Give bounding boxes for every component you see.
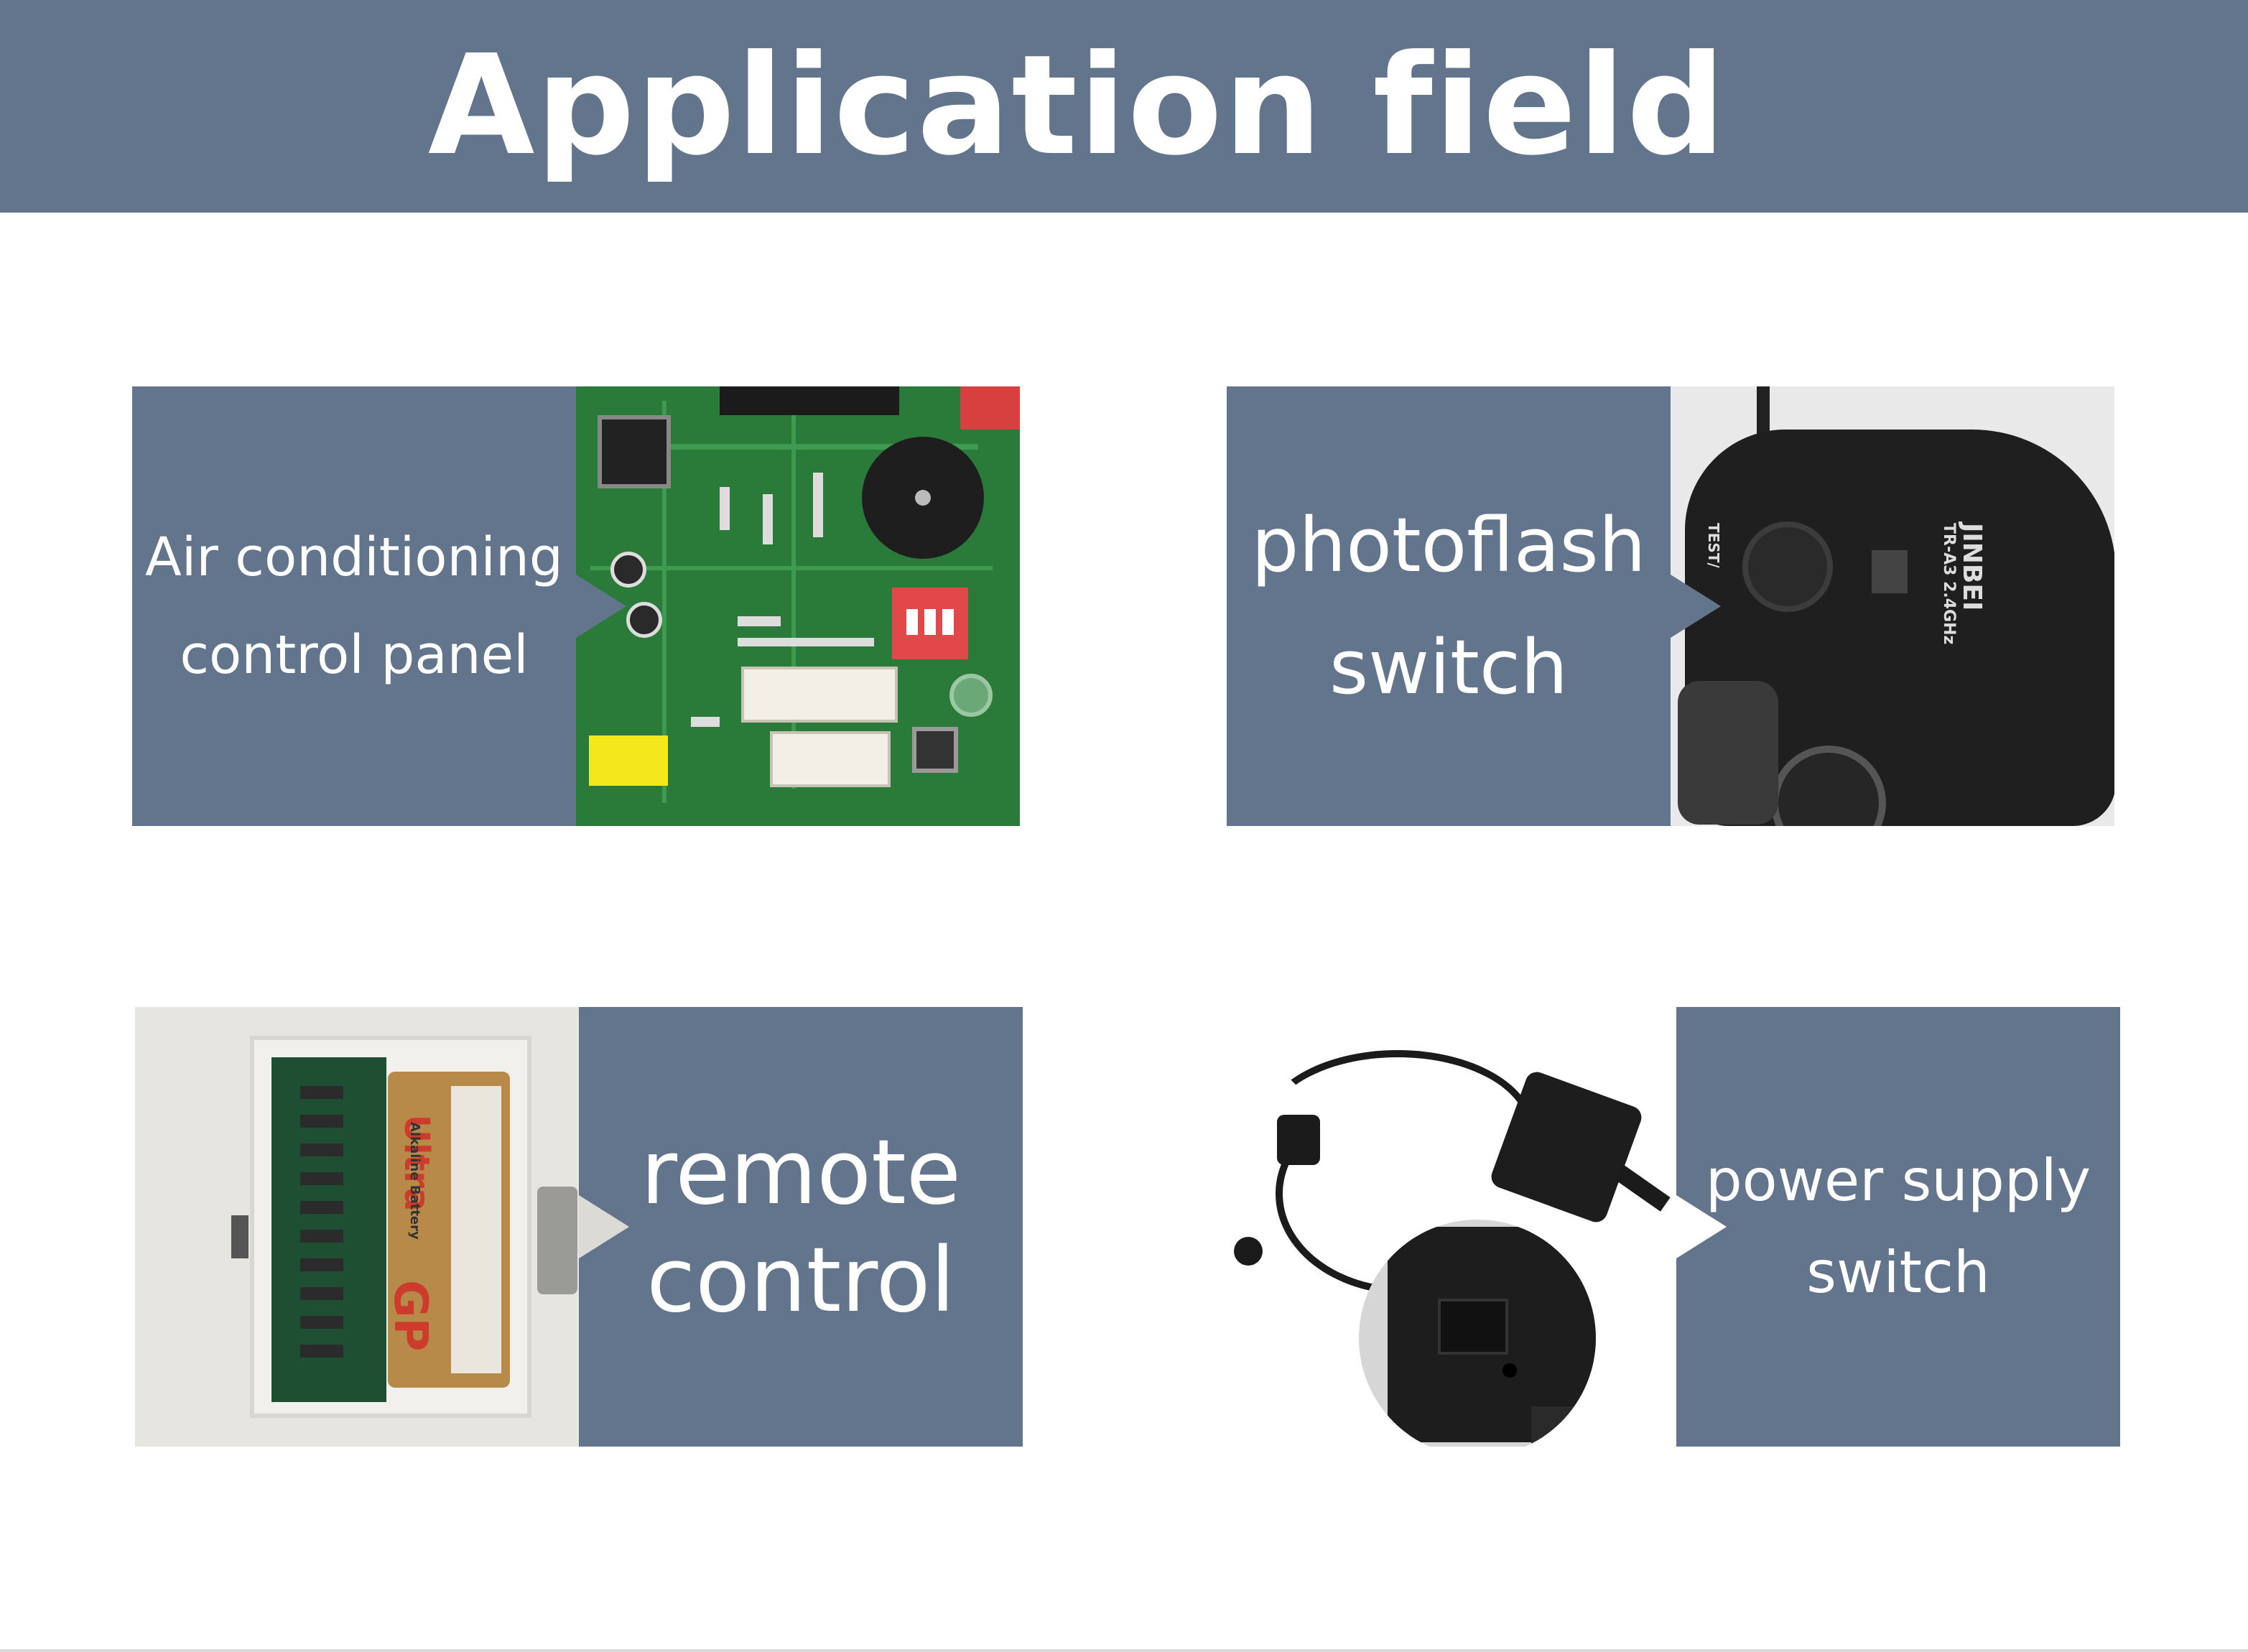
battery-brand-text: GP [384, 1280, 437, 1352]
remote-battery-photo: GP Ultra Alkaline Battery [135, 1007, 579, 1447]
card-label: Air conditioning control panel [132, 509, 576, 704]
pointer-arrow [1671, 575, 1721, 638]
card-label-panel: photoflash switch [1227, 386, 1671, 826]
zoom-detail [1359, 1220, 1596, 1447]
yellow-connector [589, 735, 668, 786]
card-label-line: Air conditioning [145, 526, 563, 588]
tactile-button [912, 727, 958, 773]
pcb-photo [576, 386, 1020, 826]
card-label-line: remote [640, 1121, 962, 1225]
card-label-line: switch [1806, 1239, 1990, 1306]
mini-dip-switch [1438, 1299, 1508, 1355]
card-label-panel: Air conditioning control panel [132, 386, 576, 826]
microchip [598, 415, 671, 488]
card-power-supply: power supply switch [1232, 1007, 2120, 1447]
model-text: TR-A3 2.4GHz [1940, 523, 1958, 645]
power-plug [1277, 1115, 1320, 1165]
card-label-line: photoflash [1251, 501, 1646, 589]
flash-trigger-photo: JINBEI TR-A3 2.4GHz TEST/ [1671, 386, 2114, 826]
card-photoflash: photoflash switch JINBEI TR-A3 2.4GHz TE… [1227, 386, 2114, 826]
bottom-divider [0, 1649, 2248, 1652]
pointer-arrow [1676, 1195, 1727, 1258]
card-air-conditioning: Air conditioning control panel [132, 386, 1020, 826]
brand-text: JINBEI [1957, 523, 1987, 611]
pointer-arrow [576, 575, 626, 638]
battery-label [451, 1086, 501, 1373]
card-label: power supply switch [1676, 1135, 2120, 1319]
card-label-panel: power supply switch [1676, 1007, 2120, 1447]
page-title: Application field [427, 26, 1727, 186]
test-button [1742, 521, 1833, 612]
power-cable-switch-photo [1232, 1007, 1676, 1447]
mini-dip-switch [1872, 550, 1908, 593]
pointer-arrow [579, 1195, 629, 1258]
card-label-line: control panel [180, 624, 529, 686]
connector [770, 731, 891, 787]
card-label: remote control [579, 1119, 1023, 1335]
card-label: photoflash switch [1227, 484, 1671, 728]
connector [741, 667, 898, 723]
buzzer [862, 437, 984, 559]
test-text: TEST/ [1705, 523, 1722, 568]
card-label-line: power supply [1705, 1147, 2091, 1214]
card-label-line: control [646, 1229, 955, 1332]
battery-type-text: Alkaline Battery [407, 1122, 422, 1240]
card-label-line: switch [1329, 623, 1568, 711]
header-banner: Application field [0, 0, 2248, 213]
battery-clip [537, 1187, 577, 1294]
dip-switch [892, 588, 968, 659]
dc-jack [1234, 1237, 1263, 1266]
card-remote-control: GP Ultra Alkaline Battery remote control [135, 1007, 1023, 1447]
card-label-panel: remote control [579, 1007, 1023, 1447]
